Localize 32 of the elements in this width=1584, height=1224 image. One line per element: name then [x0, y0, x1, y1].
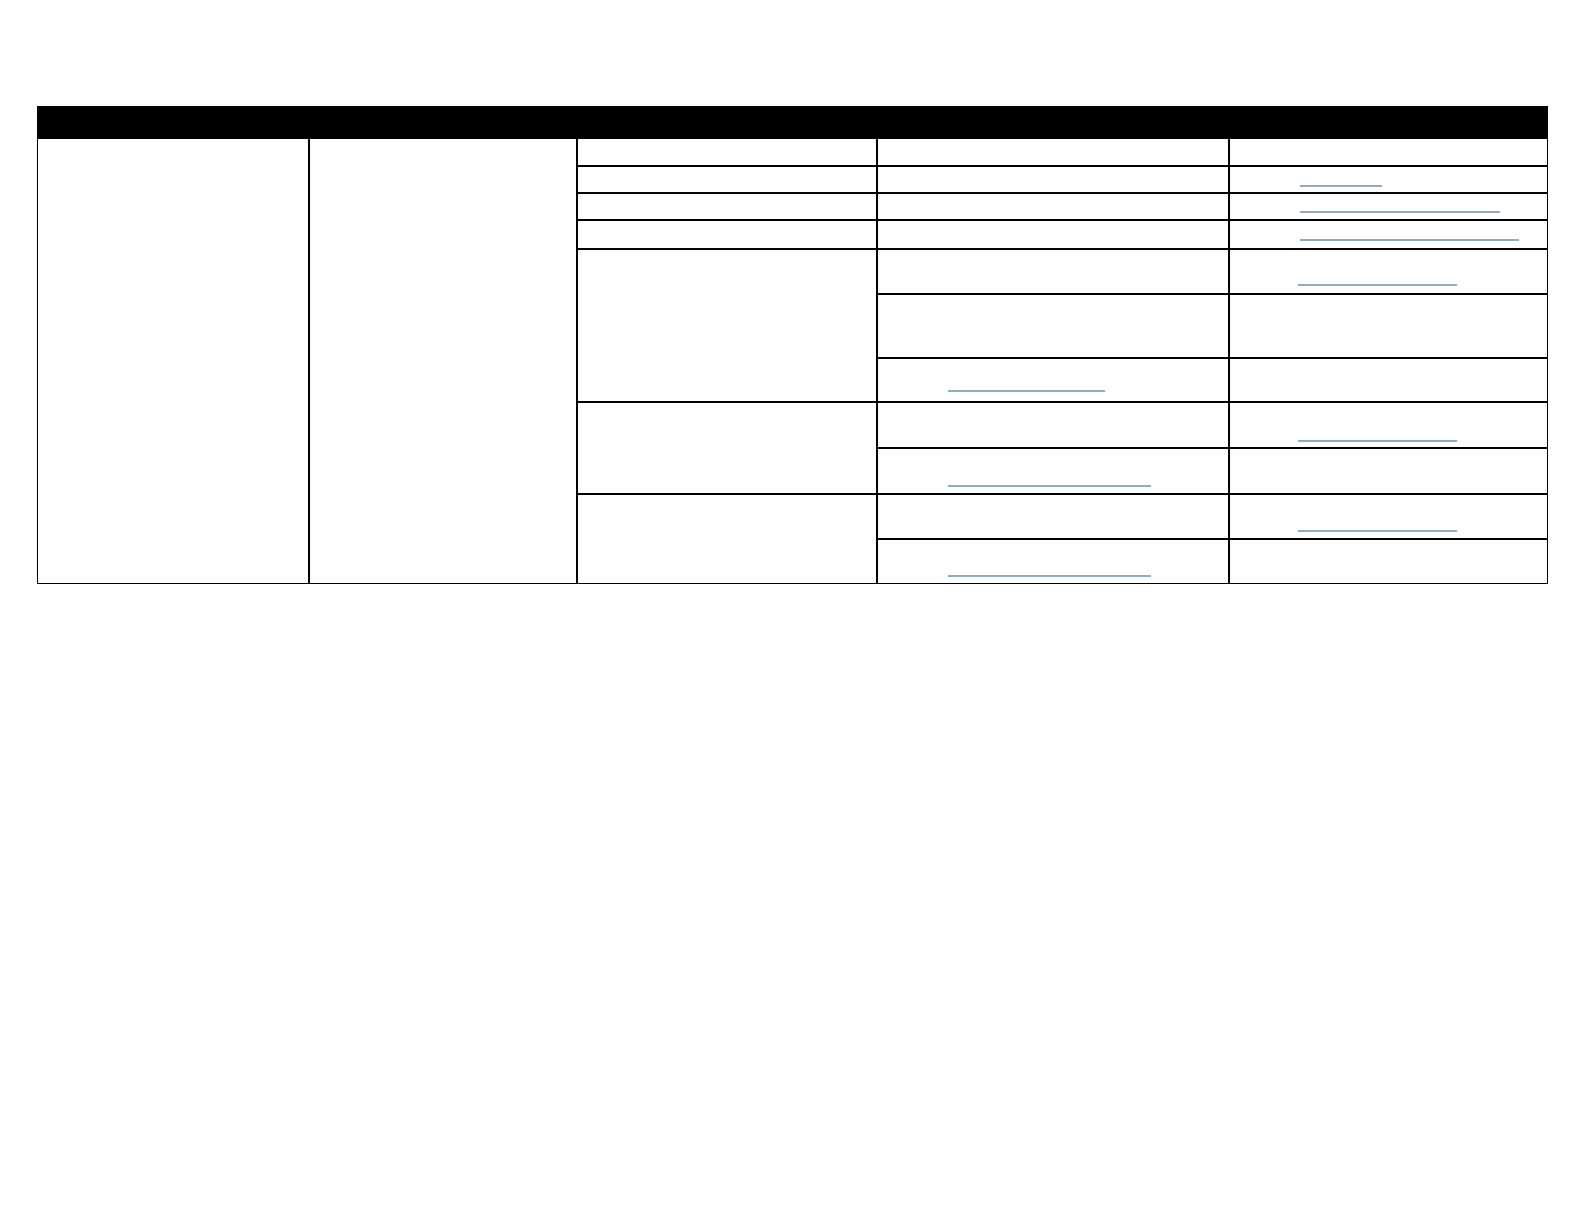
- table-cell: [577, 138, 877, 166]
- table-cell: [877, 138, 1229, 166]
- table-cell: [1229, 402, 1548, 448]
- table-cell: [37, 138, 309, 584]
- table-cell: [1229, 294, 1548, 358]
- table-cell: [877, 220, 1229, 249]
- table-cell: [877, 193, 1229, 220]
- table-cell: [577, 193, 877, 220]
- table-cell: [309, 138, 577, 584]
- table-cell: [577, 249, 877, 402]
- table-cell: [1229, 249, 1548, 294]
- table-cell: [877, 448, 1229, 494]
- table-cell: [1229, 220, 1548, 249]
- table-cell: [877, 402, 1229, 448]
- table-cell: [877, 166, 1229, 193]
- table-cell: [877, 294, 1229, 358]
- header-bar: [37, 106, 1548, 139]
- table-cell: [577, 166, 877, 193]
- table-cell: [877, 539, 1229, 584]
- table-cell: [877, 358, 1229, 402]
- table-cell: [1229, 358, 1548, 402]
- table-cell: [577, 402, 877, 494]
- table-cell: [1229, 166, 1548, 193]
- table-cell: [577, 220, 877, 249]
- table-cell: [1229, 448, 1548, 494]
- table-cell: [877, 494, 1229, 539]
- table-cell: [577, 494, 877, 584]
- table-cell: [1229, 138, 1548, 166]
- table-cell: [1229, 494, 1548, 539]
- table-cell: [877, 249, 1229, 294]
- table-cell: [1229, 539, 1548, 584]
- table-cell: [1229, 193, 1548, 220]
